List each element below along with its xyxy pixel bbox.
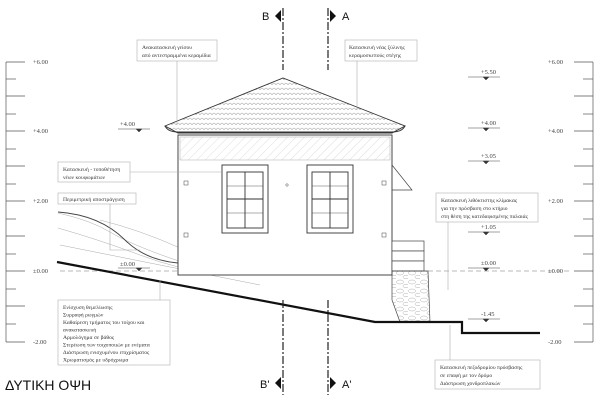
left-scale-label: ±0.00 xyxy=(33,268,48,275)
wall-anchors xyxy=(183,180,387,238)
left-scale-label: +4.00 xyxy=(33,128,48,135)
note-line: Ενίσχυση θεμελίωσης xyxy=(63,305,113,311)
note-pavement: Κατασκευή πεζοδρομίου πρόσβασης σε επαφή… xyxy=(434,359,541,390)
roof-beam-band xyxy=(179,136,391,161)
embankment-line xyxy=(57,211,179,264)
window-left xyxy=(221,164,269,234)
right-scale-label: +6.00 xyxy=(548,59,563,66)
note-stair: Κατασκευή λιθόκτιστης κλίμακας για την π… xyxy=(435,192,539,223)
left-scale-label: -2.00 xyxy=(33,339,47,346)
left-level-scale xyxy=(5,61,25,343)
note-walls: Ενίσχυση θεμελίωσης Συρραφή ρωγμών Καθαί… xyxy=(57,299,171,366)
section-mark-a: A xyxy=(342,11,350,23)
note-eaves: Ανακατασκευή γείσου από αντεστραμμένα κε… xyxy=(136,39,218,62)
note-line: Διάστρωση χονδροπλακών xyxy=(440,381,501,387)
ground-line xyxy=(56,260,540,335)
section-lines xyxy=(282,8,329,395)
right-scale-label: +4.00 xyxy=(548,128,563,135)
section-b-arrow-icon xyxy=(275,10,281,22)
note-line: Κατασκευή - τοποθέτηση xyxy=(63,167,120,173)
note-line: για την πρόσβαση στο κτήριο xyxy=(440,206,508,212)
note-line: Διάστρωση ενισχυμένου επιχρίσματος xyxy=(63,350,150,356)
note-line: Καθαίρεση τμήματος του τοίχου και xyxy=(63,320,145,326)
level-label: +3.05 xyxy=(481,153,496,160)
section-mark-b-prime: B' xyxy=(260,379,269,391)
section-b-prime-arrow-icon xyxy=(275,377,281,389)
note-line: Αρμολόγημα σε βάθος xyxy=(63,335,115,341)
note-line: νέων κουφωμάτων xyxy=(63,175,106,181)
section-a-arrow-icon xyxy=(330,10,336,22)
note-roof: Κατασκευή νέας ξύλινης κεραμοσκεπούς στέ… xyxy=(344,39,418,62)
note-line: ανακατασκευή xyxy=(63,328,96,334)
level-label: ±0.00 xyxy=(120,261,135,268)
right-level-scale xyxy=(574,61,594,343)
section-mark-b: B xyxy=(262,11,269,23)
level-label: ±0.00 xyxy=(481,260,496,267)
note-line: Χρωματισμός με υδρόχρωμα xyxy=(63,358,128,364)
note-line: Συρραφή ρωγμών xyxy=(63,313,104,319)
stone-stair xyxy=(391,240,431,323)
level-label: -1.45 xyxy=(481,311,495,318)
level-label: +4.00 xyxy=(120,121,135,128)
drawing-title: ΔΥΤΙΚΗ ΟΨΗ xyxy=(5,377,91,393)
level-label: +1.05 xyxy=(481,224,496,231)
note-line: από αντεστραμμένα κεραμίδια xyxy=(142,53,211,59)
note-line: Κατασκευή πεζοδρομίου πρόσβασης xyxy=(440,364,523,371)
right-scale-label: ±0.00 xyxy=(548,268,563,275)
right-scale-label: +2.00 xyxy=(548,198,563,205)
note-line: Κατασκευή λιθόκτιστης κλίμακας xyxy=(441,198,518,204)
note-frames: Κατασκευή - τοποθέτηση νέων κουφωμάτων xyxy=(57,161,131,183)
note-drainage: Περιμετρική αποστράγγιση xyxy=(57,192,137,205)
note-line: Στερέωση των τοιχοποιιών με ενέματα xyxy=(63,343,150,349)
level-markers xyxy=(118,76,500,323)
section-mark-a-prime: A' xyxy=(342,379,351,391)
note-line: Ανακατασκευή γείσου xyxy=(142,45,192,51)
house xyxy=(163,77,431,323)
note-line: σε επαφή με τον δρόμο xyxy=(440,373,492,379)
right-scale-label: -2.00 xyxy=(548,339,562,346)
section-a-prime-arrow-icon xyxy=(330,377,336,389)
roof xyxy=(163,77,407,134)
left-scale-label: +6.00 xyxy=(33,59,48,66)
level-label: +4.00 xyxy=(481,120,496,127)
note-line: στη θέση της κατεδαφισμένης παλαιάς xyxy=(441,214,529,220)
level-label: +5.50 xyxy=(481,69,496,76)
note-line: Περιμετρική αποστράγγιση xyxy=(63,197,125,203)
note-line: κεραμοσκεπούς στέγης xyxy=(349,53,402,59)
note-line: Κατασκευή νέας ξύλινης xyxy=(349,45,406,51)
left-scale-label: +2.00 xyxy=(33,198,48,205)
eaves xyxy=(164,125,406,133)
window-right xyxy=(306,164,354,234)
side-canopy xyxy=(391,164,413,191)
